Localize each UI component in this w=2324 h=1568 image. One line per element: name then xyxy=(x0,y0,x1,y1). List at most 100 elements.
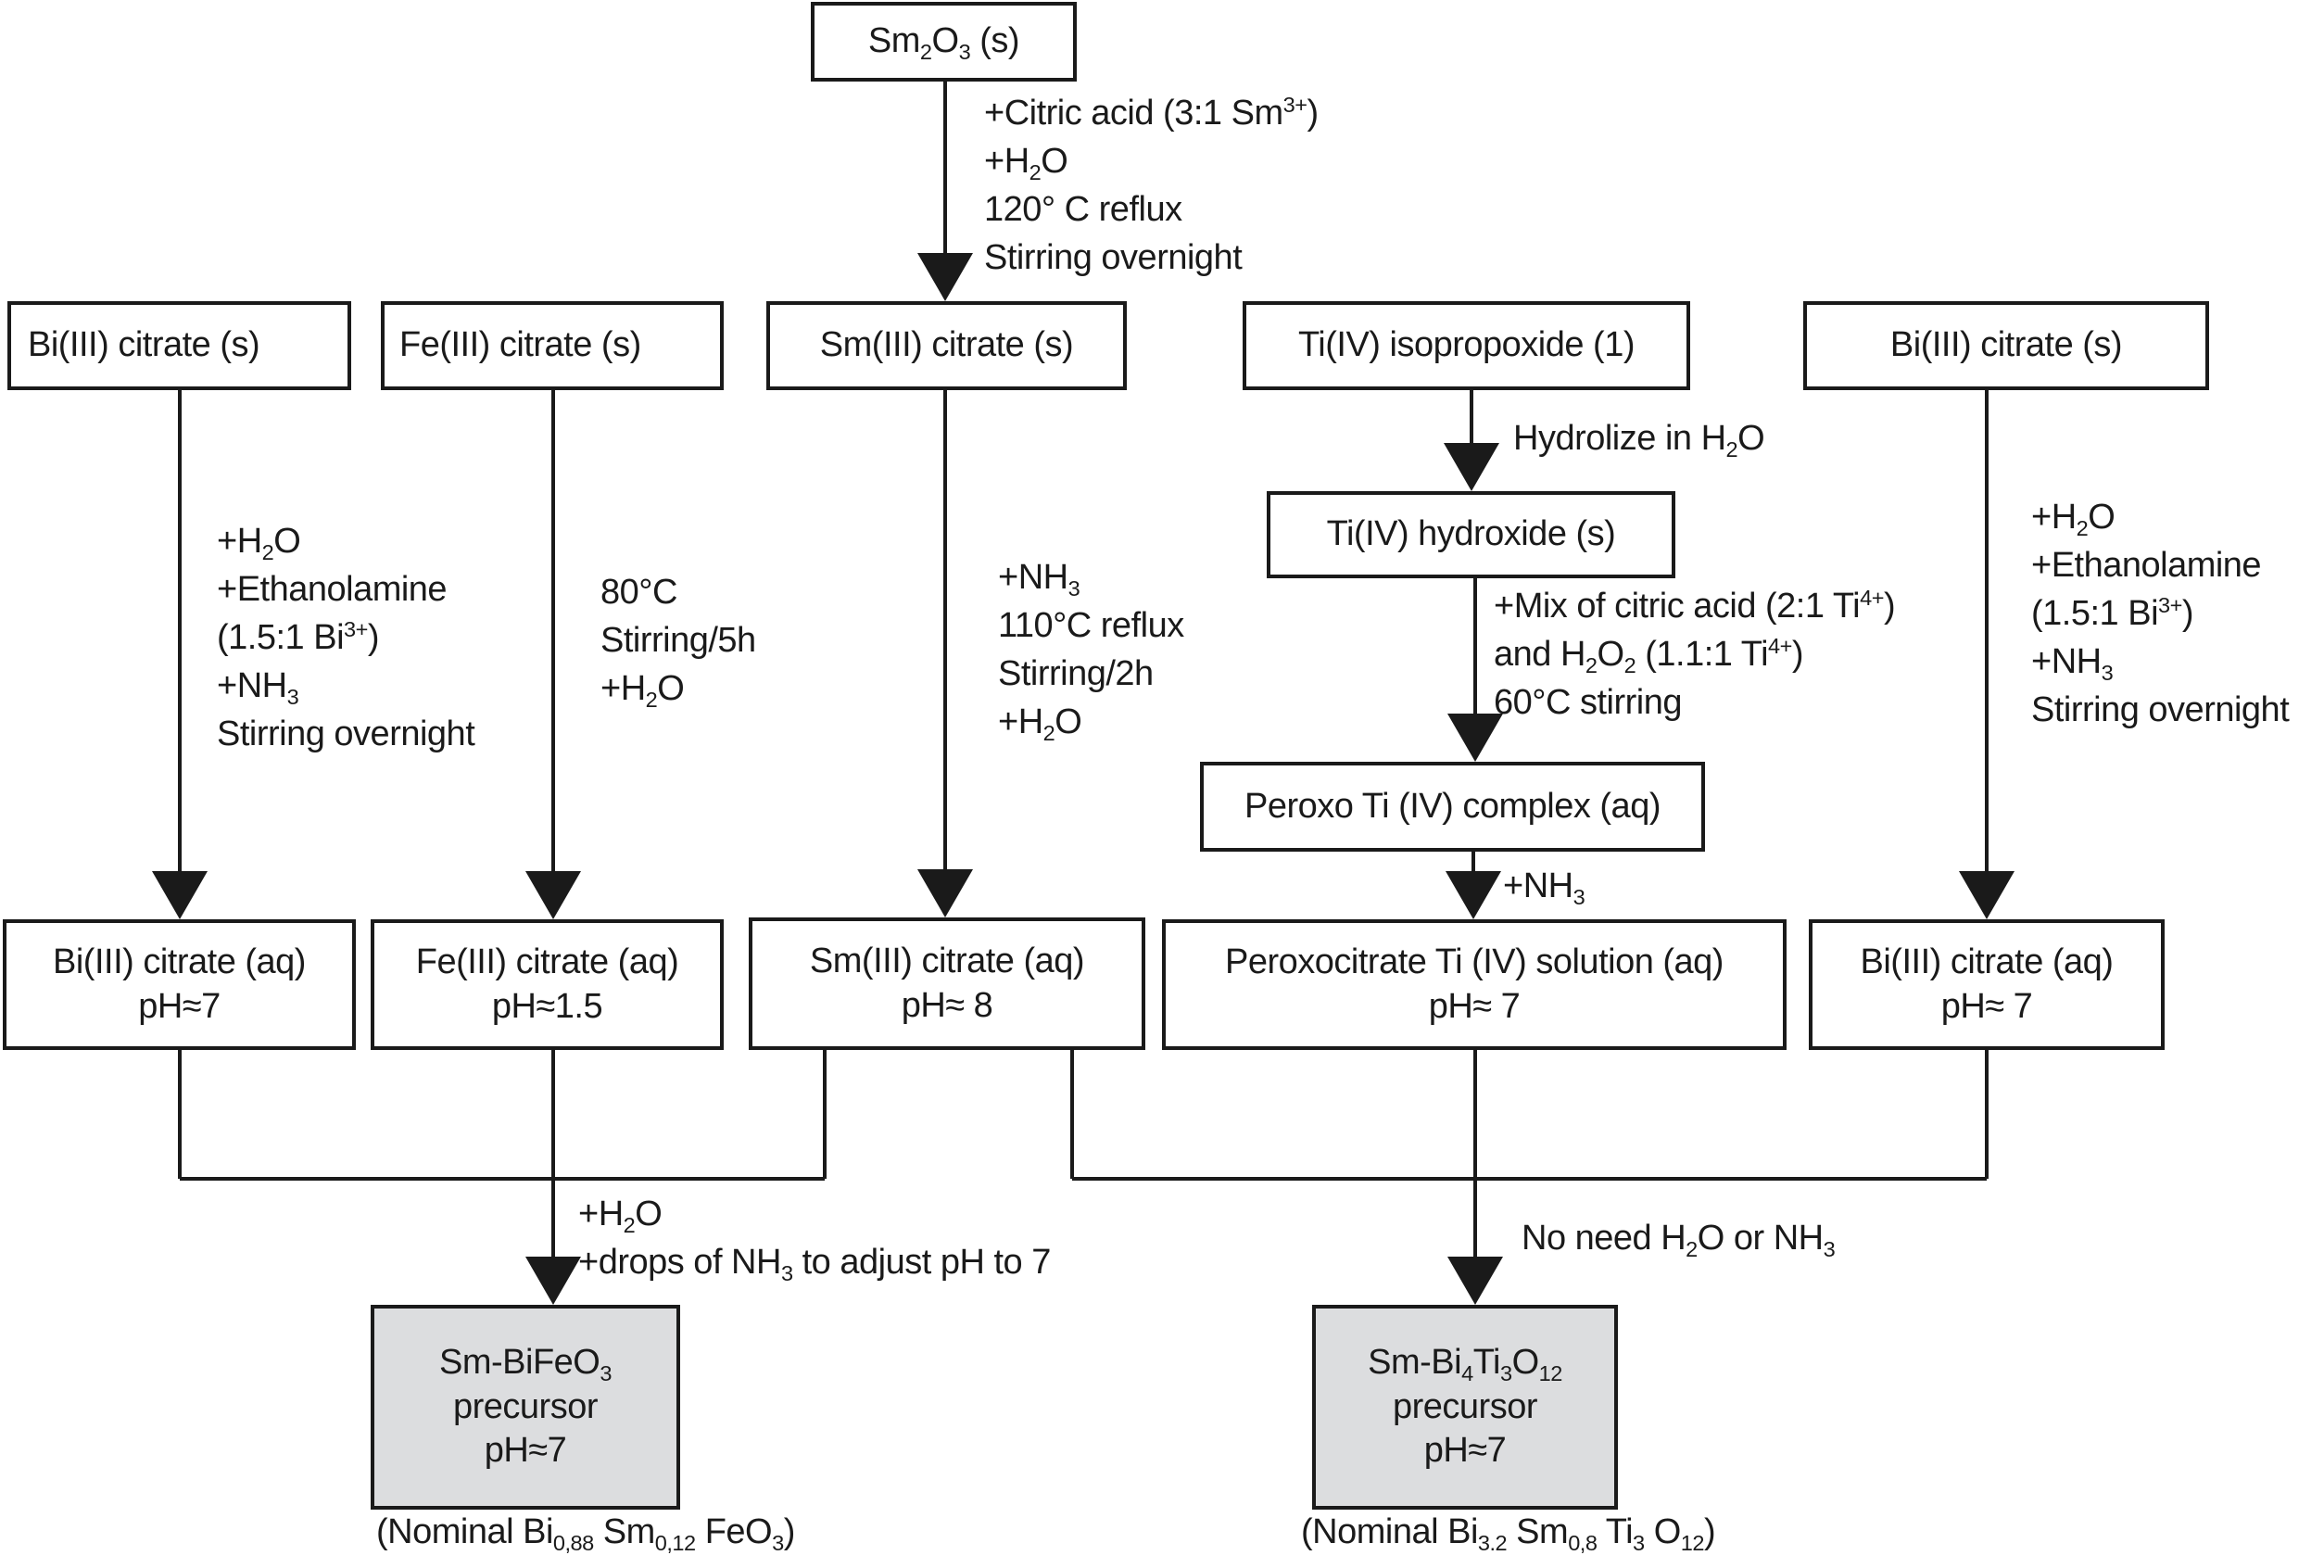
node-peroxocitrate-ti-solution: Peroxocitrate Ti (IV) solution (aq) pH≈ 7 xyxy=(1162,919,1787,1050)
text-segment: 80°C xyxy=(600,573,677,612)
text-segment: (Nominal Bi xyxy=(1301,1512,1478,1551)
text-segment: Stirring/2h xyxy=(998,654,1154,693)
text-segment: +Ethanolamine xyxy=(2031,546,2262,585)
formula-sub: 3 xyxy=(772,1531,784,1556)
formula-sup: 3+ xyxy=(344,617,368,642)
text-segment: pH≈ 8 xyxy=(901,985,993,1025)
text-line: +NH3 xyxy=(2031,638,2289,686)
formula-sub: 2 xyxy=(645,688,658,713)
text-segment: Sm-BiFeO xyxy=(439,1343,600,1383)
arrowhead-icon xyxy=(525,871,581,919)
text-line: 110°C reflux xyxy=(998,601,1184,650)
formula-sub: 2 xyxy=(1686,1237,1698,1262)
text-segment: Sm-Bi xyxy=(1368,1343,1462,1383)
text-segment: pH≈7 xyxy=(1423,1431,1507,1471)
text-segment: 110°C reflux xyxy=(998,606,1184,645)
arrowhead-icon xyxy=(1959,871,2015,919)
text-segment: Stirring overnight xyxy=(2031,690,2290,729)
formula-sub: 3 xyxy=(600,1361,612,1386)
formula-sub: 3 xyxy=(1067,576,1080,601)
text-line: pH≈1.5 xyxy=(492,985,603,1030)
arrowhead-icon xyxy=(1446,871,1501,919)
node-bi-citrate-solid-right: Bi(III) citrate (s) xyxy=(1803,301,2209,390)
node-fe-citrate-solid: Fe(III) citrate (s) xyxy=(381,301,724,390)
text-line: (1.5:1 Bi3+) xyxy=(217,613,474,662)
text-line: +H2O xyxy=(600,664,756,713)
text-segment: Peroxocitrate Ti (IV) solution (aq) xyxy=(1225,942,1724,981)
caption-bfo-nominal: (Nominal Bi0,88 Sm0,12 FeO3) xyxy=(376,1512,796,1556)
node-bi-citrate-aq-right: Bi(III) citrate (aq)pH≈ 7 xyxy=(1809,919,2165,1050)
text-segment: +Citric acid (3:1 Sm xyxy=(984,94,1283,133)
text-line: Fe(III) citrate (aq) xyxy=(416,941,679,985)
text-line: Sm-BiFeO3 xyxy=(439,1341,612,1385)
text-line: +Ethanolamine xyxy=(2031,541,2289,589)
formula-sub: 3 xyxy=(1633,1531,1645,1556)
text-line: Fe(III) citrate (s) xyxy=(399,323,641,368)
text-line: +NH3 xyxy=(217,662,474,710)
text-segment: ) xyxy=(783,1512,796,1551)
text-segment: +NH xyxy=(2031,642,2102,681)
text-line: Peroxo Ti (IV) complex (aq) xyxy=(1244,785,1661,829)
text-line: 80°C xyxy=(600,568,756,616)
text-segment: ) xyxy=(2181,594,2194,633)
text-segment: (Nominal Bi xyxy=(376,1512,553,1551)
text-line: Stirring/5h xyxy=(600,616,756,664)
text-segment: O xyxy=(931,21,960,61)
text-segment: precursor xyxy=(453,1386,599,1426)
text-segment: (s) xyxy=(970,21,1020,61)
node-bi-citrate-solid-left: Bi(III) citrate (s) xyxy=(7,301,351,390)
text-line: No need H2O or NH3 xyxy=(1522,1214,1836,1262)
text-segment: (1.1:1 Ti xyxy=(1636,635,1769,674)
note-ti-hydrolize: Hydrolize in H2O xyxy=(1513,414,1765,462)
text-segment: Fe(III) citrate (aq) xyxy=(415,942,679,981)
text-line: +Citric acid (3:1 Sm3+) xyxy=(984,89,1319,137)
text-segment: ) xyxy=(1791,635,1804,674)
text-line: +H2O xyxy=(998,698,1184,746)
formula-sup: 4+ xyxy=(1768,634,1792,659)
text-segment: Stirring/5h xyxy=(600,621,756,660)
text-segment: (1.5:1 Bi xyxy=(2031,594,2159,633)
text-line: +H2O xyxy=(578,1190,1051,1238)
text-line: Peroxocitrate Ti (IV) solution (aq) xyxy=(1225,941,1724,985)
text-line: +drops of NH3 to adjust pH to 7 xyxy=(578,1238,1051,1286)
text-segment: Peroxo Ti (IV) complex (aq) xyxy=(1244,786,1661,826)
text-segment: +Ethanolamine xyxy=(217,570,448,609)
text-segment: Ti xyxy=(1472,1343,1501,1383)
text-segment: +NH xyxy=(1503,866,1573,905)
text-segment: Bi(III) citrate (s) xyxy=(28,325,260,365)
text-line: +H2O xyxy=(984,137,1319,185)
text-segment: pH≈7 xyxy=(138,986,221,1026)
text-line: Bi(III) citrate (aq) xyxy=(53,941,306,985)
text-line: Bi(III) citrate (aq) xyxy=(1861,941,2114,985)
text-segment: Sm xyxy=(593,1512,656,1551)
text-segment: ) xyxy=(1307,94,1319,133)
arrowhead-icon xyxy=(917,253,973,301)
text-line: precursor xyxy=(1393,1385,1538,1430)
text-line: pH≈7 xyxy=(1424,1429,1507,1473)
formula-sub: 2 xyxy=(623,1213,636,1238)
node-fe-citrate-aq: Fe(III) citrate (aq) pH≈1.5 xyxy=(371,919,724,1050)
formula-sub: 2 xyxy=(1623,653,1636,678)
node-sm-citrate-solid: Sm(III) citrate (s) xyxy=(766,301,1127,390)
text-line: Stirring overnight xyxy=(984,234,1319,282)
text-segment: pH≈7 xyxy=(484,1431,567,1471)
text-segment: Hydrolize in H xyxy=(1513,419,1726,458)
formula-sub: 3 xyxy=(1572,885,1585,910)
text-line: precursor xyxy=(453,1385,599,1430)
text-line: Stirring/2h xyxy=(998,650,1184,698)
text-line: Ti(IV) hydroxide (s) xyxy=(1327,512,1616,557)
text-line: 120° C reflux xyxy=(984,185,1319,234)
text-segment: Stirring overnight xyxy=(984,238,1243,277)
text-segment: O xyxy=(1644,1512,1682,1551)
text-segment: Sm xyxy=(867,21,921,61)
text-segment: Sm(III) citrate (aq) xyxy=(809,942,1085,980)
formula-sup: 3+ xyxy=(2158,593,2182,618)
formula-sub: 3 xyxy=(286,685,299,710)
text-line: Bi(III) citrate (s) xyxy=(28,323,260,368)
text-segment: Bi(III) citrate (aq) xyxy=(1860,942,2114,981)
text-line: pH≈ 7 xyxy=(1429,985,1521,1030)
arrowhead-icon xyxy=(525,1257,581,1305)
node-sm-citrate-aq: Sm(III) citrate (aq) pH≈ 8 xyxy=(749,917,1145,1050)
